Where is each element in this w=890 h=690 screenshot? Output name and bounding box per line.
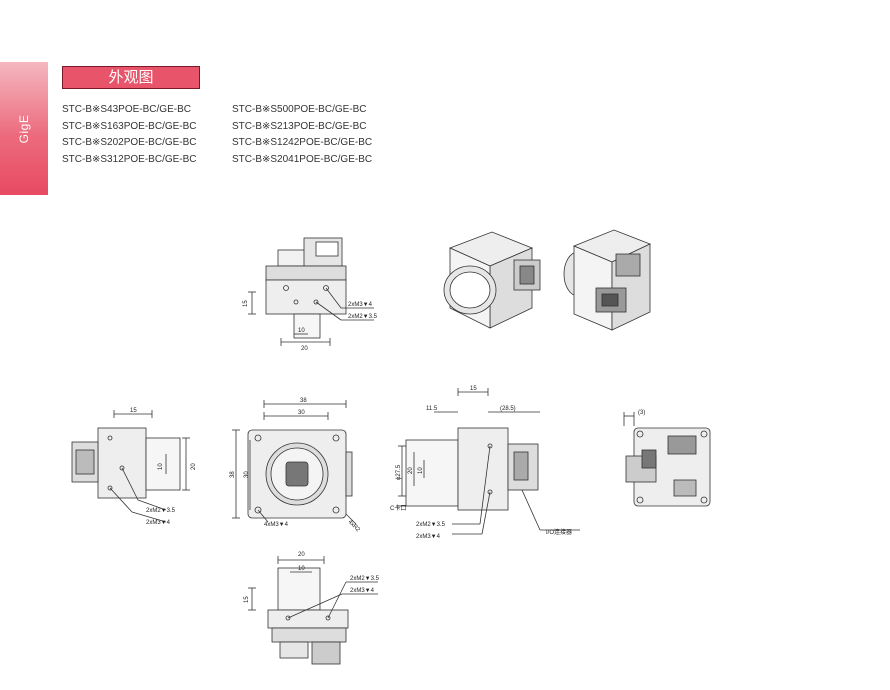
model-name: STC-B※S202POE-BC/GE-BC	[62, 137, 197, 149]
dim-hole: 10	[298, 328, 305, 334]
model-name: STC-B※S213POE-BC/GE-BC	[232, 120, 367, 132]
model-list-right: STC-B※S500POE-BC/GE-BC STC-B※S213POE-BC/…	[232, 102, 372, 168]
dim-offset: (3)	[638, 410, 645, 416]
model-list-left: STC-B※S43POE-BC/GE-BC STC-B※S163POE-BC/G…	[62, 102, 197, 168]
dim-width: 20	[298, 552, 305, 558]
dim-top: 15	[470, 386, 477, 392]
rear-view-drawing: (3)	[623, 410, 711, 507]
dim-hole: 10	[418, 467, 424, 474]
dim-hole: 10	[298, 566, 305, 572]
dim-width: 20	[301, 346, 308, 352]
dim-dia: ϕ27.5	[396, 464, 402, 480]
note-m3: 2xM3▼4	[350, 588, 375, 594]
dim-height: 20	[191, 463, 197, 470]
left-view-drawing: 15 10 20 2xM2▼3.5 2xM3▼4	[71, 408, 197, 526]
dim-height: 15	[243, 300, 249, 307]
note-m2: 2xM2▼3.5	[416, 522, 446, 528]
note-m3: 2xM3▼4	[146, 520, 171, 526]
note-m3: 2xM3▼4	[416, 534, 441, 540]
model-name: STC-B※S43POE-BC/GE-BC	[62, 104, 191, 115]
iso-view-rear-drawing	[563, 229, 652, 331]
model-name: STC-B※S312POE-BC/GE-BC	[62, 153, 197, 165]
dim-hole: 10	[158, 463, 164, 470]
side-tab-label: GigE	[17, 114, 31, 143]
model-name: STC-B※S1242POE-BC/GE-BC	[232, 137, 373, 149]
front-view-drawing: 38 30 38 30 4xM3▼4 4xR2	[230, 398, 362, 534]
note-m2: 2xM2▼3.5	[350, 576, 380, 582]
dim-inner-w: 30	[298, 410, 305, 416]
top-view-drawing: 15 10 20 2xM3▼4 2xM2▼3.5	[243, 237, 378, 352]
iso-view-front-drawing	[443, 231, 541, 329]
dim-inner-h: 30	[244, 471, 250, 478]
dim-outer-w: 38	[300, 398, 307, 404]
label-io: I/O连接器	[546, 528, 572, 536]
section-title: 外观图	[62, 66, 200, 89]
dim-left: 11.5	[426, 406, 438, 412]
note-m3: 2xM3▼4	[348, 302, 373, 308]
side-view-drawing: 15 11.5 (28.5) ϕ27.5 20 10 C卡口 2xM2▼3.5 …	[390, 386, 580, 540]
model-name: STC-B※S500POE-BC/GE-BC	[232, 104, 367, 115]
dim-height: 15	[244, 596, 250, 603]
model-name: STC-B※S2041POE-BC/GE-BC	[232, 153, 373, 165]
note-radius: 4xR2	[347, 519, 362, 534]
bottom-view-drawing: 20 10 15 2xM2▼3.5 2xM3▼4	[244, 552, 380, 665]
dim-h: 20	[408, 467, 414, 474]
label-cmount: C卡口	[390, 504, 406, 512]
note-m2: 2xM2▼3.5	[348, 314, 378, 320]
section-side-tab: GigE	[0, 62, 48, 195]
model-name: STC-B※S163POE-BC/GE-BC	[62, 120, 197, 132]
note-holes: 4xM3▼4	[264, 522, 289, 528]
dim-right: (28.5)	[500, 406, 516, 412]
dim-outer-h: 38	[230, 471, 236, 478]
dim-top: 15	[130, 408, 137, 414]
note-m2: 2xM2▼3.5	[146, 508, 176, 514]
